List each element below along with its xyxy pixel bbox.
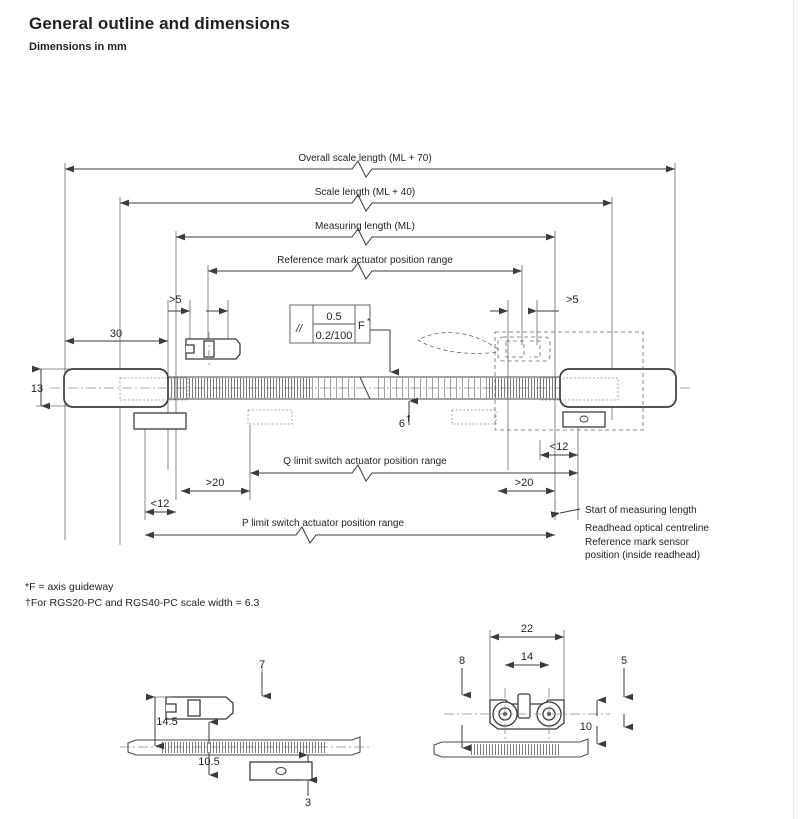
tolerance-frame: // 0.5 0.2/100 F * — [289, 304, 399, 376]
dim-label-overall-scale-length: Overall scale length (ML + 70) — [298, 153, 431, 164]
annotation-reference-mark-sensor-line1: Reference mark sensor — [585, 537, 689, 548]
dim-end-cap-length: 30 — [65, 328, 168, 345]
annotation-readhead-optical-centreline: Readhead optical centreline — [585, 523, 709, 534]
dim-value-gap-right: >5 — [566, 294, 579, 306]
dim-value-end-cap-length: 30 — [110, 328, 122, 340]
dim-gap-left: >5 — [168, 294, 190, 315]
dim-clearance-right: <12 — [540, 441, 578, 459]
dim-value-scale-width-marker: † — [406, 414, 410, 423]
dim-value-gap-left: >5 — [169, 294, 182, 306]
limit-switch-actuator-right — [562, 411, 606, 428]
dim-value-left-view-top: 7 — [259, 659, 265, 671]
tolerance-value-bottom: 0.2/100 — [316, 330, 353, 342]
dim-offset-left: >20 — [181, 477, 250, 495]
dim-value-height: 13 — [31, 383, 43, 395]
annotation-reference-mark-sensor-line2: position (inside readhead) — [585, 549, 701, 561]
dim-label-p-limit-switch-range: P limit switch actuator position range — [242, 518, 405, 529]
tolerance-symbol-parallelism: // — [295, 323, 303, 335]
annotation-reference-mark-sensor: Reference mark sensor position (inside r… — [585, 537, 700, 562]
tolerance-datum: F — [358, 320, 365, 332]
dim-q-limit-switch-range: Q limit switch actuator position range — [250, 456, 578, 482]
extension-lines — [64, 163, 676, 545]
side-view-left: 7 14.5 10.5 3 — [120, 659, 372, 809]
page-title: General outline and dimensions — [29, 14, 290, 33]
footnote-scale-width: †For RGS20-PC and RGS40-PC scale width =… — [25, 597, 260, 609]
dim-value-offset-left: >20 — [206, 477, 225, 489]
dim-measuring-length: Measuring length (ML) — [176, 221, 555, 246]
dim-value-clearance-left: <12 — [151, 498, 170, 510]
annotation-leaders — [550, 500, 581, 520]
scale-assembly — [50, 368, 690, 408]
dim-value-offset-right: >20 — [515, 477, 534, 489]
side-view-right: 22 14 8 5 10 — [433, 623, 633, 758]
tolerance-value-top: 0.5 — [326, 311, 341, 323]
dim-offset-right: >20 — [498, 477, 555, 495]
dim-value-right-view-lower: 10 — [580, 721, 592, 733]
dim-clearance-left: <12 — [145, 498, 176, 516]
dim-label-q-limit-switch-range: Q limit switch actuator position range — [283, 456, 447, 467]
dim-overall-scale-length: Overall scale length (ML + 70) — [65, 153, 675, 178]
dim-scale-length: Scale length (ML + 40) — [120, 187, 612, 212]
page-subtitle: Dimensions in mm — [29, 41, 127, 53]
dim-value-left-view-middle: 10.5 — [198, 756, 219, 768]
limit-switch-ghost-left — [247, 409, 293, 425]
limit-switch-ghost-right — [451, 409, 497, 425]
tolerance-datum-marker: * — [367, 317, 370, 326]
reference-mark-actuator — [185, 332, 241, 366]
dim-value-clearance-right: <12 — [550, 441, 569, 453]
dim-label-scale-length: Scale length (ML + 40) — [315, 187, 416, 198]
dim-scale-width: 6 † — [399, 397, 418, 430]
dim-p-limit-switch-range: P limit switch actuator position range — [145, 518, 555, 544]
footnote-axis-guideway: *F = axis guideway — [25, 581, 114, 593]
dim-value-left-view-height: 14.5 — [156, 716, 177, 728]
dim-value-right-view-width-inner: 14 — [521, 651, 533, 663]
dim-value-scale-width: 6 — [399, 418, 405, 430]
dim-value-right-view-right: 5 — [621, 655, 627, 667]
dim-label-reference-mark-range: Reference mark actuator position range — [277, 255, 453, 266]
dim-label-measuring-length: Measuring length (ML) — [315, 221, 415, 232]
page-edge-line — [793, 0, 794, 819]
dim-gap-right: >5 — [528, 294, 579, 315]
ghost-readhead — [417, 331, 644, 431]
dim-value-left-view-bottom: 3 — [305, 797, 311, 809]
limit-switch-actuator-left — [133, 412, 187, 430]
dim-height: 13 — [31, 365, 70, 410]
dim-value-right-view-width-outer: 22 — [521, 623, 533, 635]
dim-value-right-view-left: 8 — [459, 655, 465, 667]
annotation-start-of-measuring-length: Start of measuring length — [585, 505, 697, 516]
dim-reference-mark-range: Reference mark actuator position range — [208, 255, 522, 280]
